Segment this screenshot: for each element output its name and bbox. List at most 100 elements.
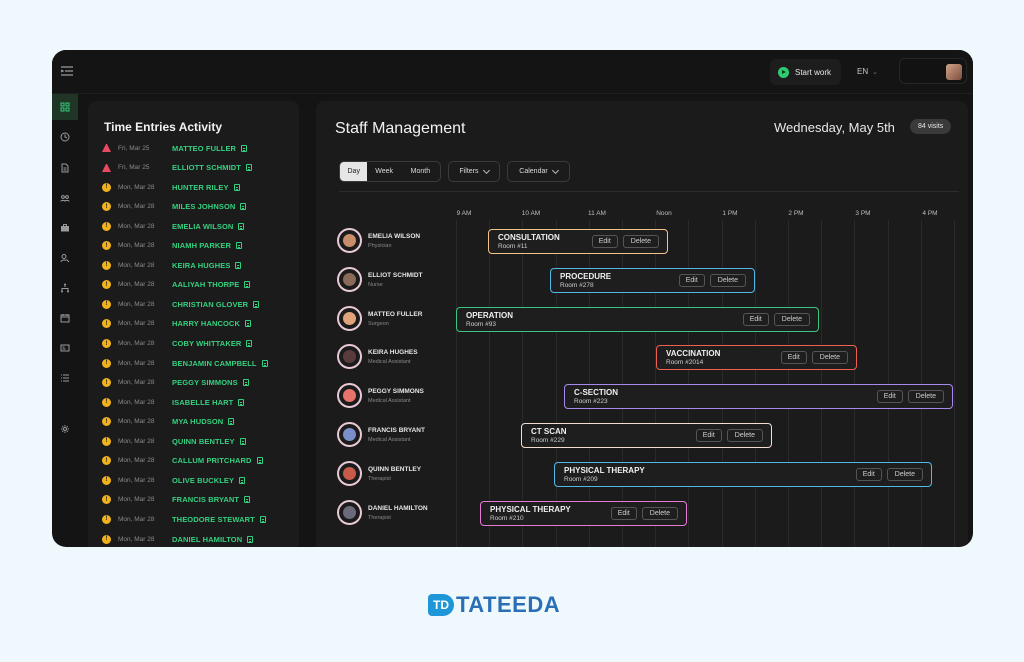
document-icon[interactable] bbox=[246, 164, 252, 172]
document-icon[interactable] bbox=[244, 320, 251, 328]
entry-name[interactable]: EMELIA WILSON bbox=[172, 221, 234, 231]
entry-name[interactable]: QUINN BENTLEY bbox=[172, 436, 235, 446]
calendar-icon[interactable] bbox=[52, 305, 78, 331]
edit-button[interactable]: Edit bbox=[610, 506, 637, 520]
edit-button[interactable]: Edit bbox=[876, 390, 903, 404]
document-icon[interactable] bbox=[239, 476, 246, 484]
view-month-button[interactable]: Month bbox=[410, 168, 431, 175]
document-icon[interactable] bbox=[238, 222, 245, 230]
entry-name[interactable]: DANIEL HAMILTON bbox=[172, 534, 243, 544]
entry-name[interactable]: CALLUM PRITCHARD bbox=[172, 456, 252, 466]
delete-button[interactable]: Delete bbox=[709, 273, 746, 287]
document-icon[interactable] bbox=[244, 281, 251, 289]
document-icon[interactable] bbox=[235, 242, 242, 250]
settings-icon[interactable] bbox=[52, 416, 78, 442]
document-icon[interactable] bbox=[241, 144, 248, 152]
document-icon[interactable] bbox=[233, 183, 240, 191]
edit-button[interactable]: Edit bbox=[591, 235, 618, 248]
document-icon[interactable] bbox=[240, 203, 247, 211]
entry-name[interactable]: FRANCIS BRYANT bbox=[172, 495, 240, 505]
dashboard-icon[interactable] bbox=[52, 94, 78, 120]
entry-name[interactable]: CHRISTIAN GLOVER bbox=[172, 299, 249, 309]
clock-icon[interactable] bbox=[52, 124, 78, 150]
hierarchy-icon[interactable] bbox=[52, 275, 78, 301]
document-icon[interactable] bbox=[235, 261, 242, 269]
edit-button[interactable]: Edit bbox=[678, 273, 705, 287]
view-day-button[interactable]: Day bbox=[340, 162, 368, 181]
language-select[interactable]: EN ⌄ bbox=[857, 67, 878, 76]
delete-button[interactable]: Delete bbox=[622, 235, 659, 248]
delete-button[interactable]: Delete bbox=[886, 467, 923, 481]
entry-name[interactable]: OLIVE BUCKLEY bbox=[172, 475, 235, 485]
calendar-dropdown[interactable]: Calendar bbox=[507, 161, 570, 182]
list-icon[interactable] bbox=[52, 365, 78, 391]
entry-name[interactable]: ISABELLE HART bbox=[172, 397, 234, 407]
entry-name[interactable]: MATTEO FULLER bbox=[172, 143, 237, 153]
edit-button[interactable]: Edit bbox=[855, 467, 882, 481]
document-icon[interactable] bbox=[253, 300, 260, 308]
filters-dropdown[interactable]: Filters bbox=[448, 161, 500, 182]
delete-button[interactable]: Delete bbox=[907, 390, 944, 404]
profile-button[interactable] bbox=[899, 58, 967, 84]
document-icon[interactable] bbox=[246, 340, 253, 347]
delete-button[interactable]: Delete bbox=[773, 312, 810, 326]
document-icon[interactable] bbox=[242, 379, 249, 387]
entry-name[interactable]: AALIYAH THORPE bbox=[172, 280, 240, 290]
delete-button[interactable]: Delete bbox=[811, 351, 848, 365]
team-icon[interactable] bbox=[52, 185, 78, 211]
entry-name[interactable]: ELLIOTT SCHMIDT bbox=[172, 163, 241, 173]
document-icon[interactable] bbox=[238, 398, 245, 406]
document-icon[interactable] bbox=[52, 155, 78, 181]
document-icon[interactable] bbox=[259, 515, 266, 523]
entry-name[interactable]: COBY WHITTAKER bbox=[172, 339, 242, 348]
entry-name[interactable]: NIAMH PARKER bbox=[172, 241, 231, 251]
edit-button[interactable]: Edit bbox=[695, 429, 722, 442]
edit-button[interactable]: Edit bbox=[742, 312, 769, 326]
entry-name[interactable]: MILES JOHNSON bbox=[172, 202, 236, 212]
document-icon[interactable] bbox=[261, 359, 268, 367]
entry-name[interactable]: MYA HUDSON bbox=[172, 417, 224, 427]
entry-name[interactable]: BENJAMIN CAMPBELL bbox=[172, 358, 257, 368]
user-search-icon[interactable] bbox=[52, 245, 78, 271]
entry-name[interactable]: THEODORE STEWART bbox=[172, 514, 255, 524]
entry-name[interactable]: HARRY HANCOCK bbox=[172, 319, 240, 329]
document-icon[interactable] bbox=[228, 418, 235, 426]
delete-button[interactable]: Delete bbox=[641, 506, 678, 520]
edit-button[interactable]: Edit bbox=[780, 351, 807, 365]
document-icon[interactable] bbox=[239, 437, 246, 445]
document-icon[interactable] bbox=[247, 535, 254, 543]
id-card-icon[interactable] bbox=[52, 335, 78, 361]
